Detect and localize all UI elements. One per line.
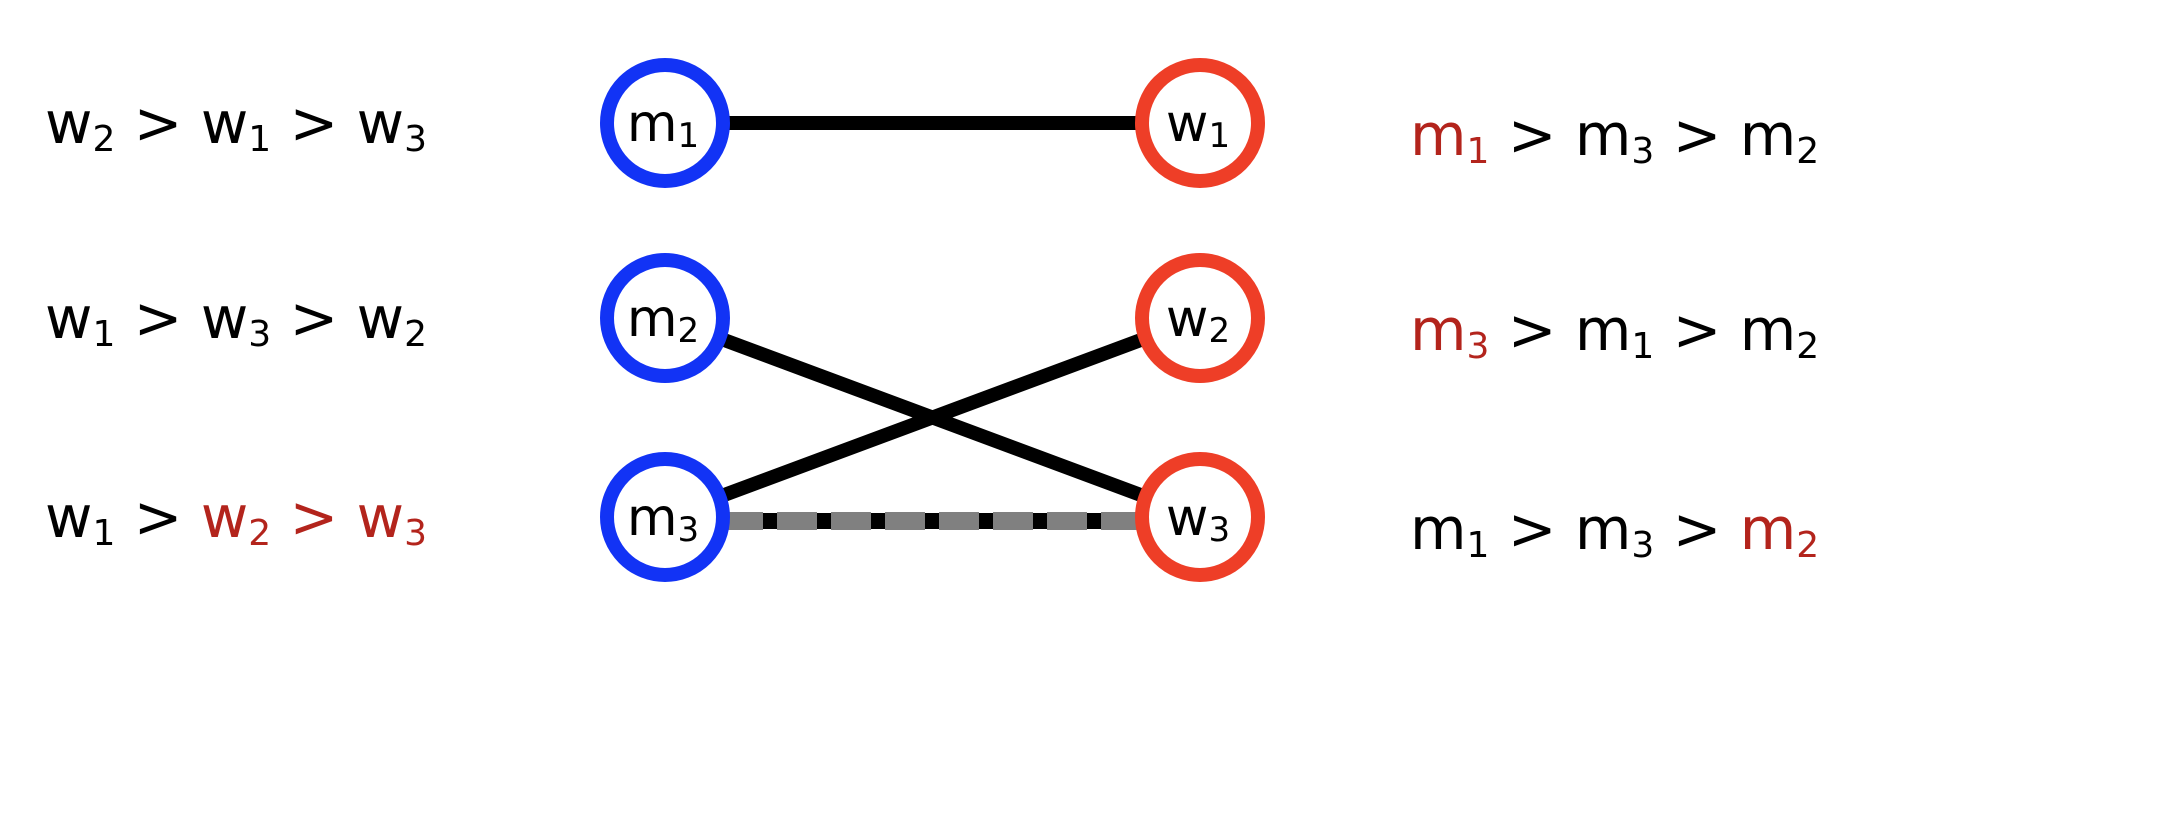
pref-letter: w <box>201 284 248 352</box>
node-label: w1 <box>1166 94 1230 156</box>
pref-letter: w <box>357 284 404 352</box>
pref-letter: w <box>357 89 404 157</box>
women-preference-1: m1 > m3 > m2 <box>1410 101 1819 172</box>
pref-subscript: 1 <box>1467 525 1490 566</box>
node-label: m1 <box>627 94 699 156</box>
pref-separator: > <box>1489 495 1574 563</box>
pref-subscript: 2 <box>248 513 271 554</box>
men-preference-3: w1 > w2 > w3 <box>45 483 427 554</box>
node-subscript: 1 <box>678 116 700 156</box>
node-letter: m <box>627 94 678 154</box>
pref-subscript: 1 <box>92 513 115 554</box>
pref-letter: m <box>1575 101 1632 169</box>
node-label: w3 <box>1166 488 1230 550</box>
pref-subscript: 3 <box>1631 131 1654 172</box>
node-letter: m <box>627 289 678 349</box>
node-label: m3 <box>627 488 699 550</box>
pref-subscript: 1 <box>1467 131 1490 172</box>
node-subscript: 1 <box>1208 116 1230 156</box>
node-w1: w1 <box>1135 58 1265 188</box>
node-m3: m3 <box>600 452 730 582</box>
men-preference-2: w1 > w3 > w2 <box>45 284 427 355</box>
women-preference-2: m3 > m1 > m2 <box>1410 296 1819 367</box>
pref-subscript: 1 <box>1631 326 1654 367</box>
pref-subscript: 1 <box>92 314 115 355</box>
pref-separator: > <box>115 89 200 157</box>
edge-m3-w2 <box>662 311 1203 524</box>
pref-letter: w <box>357 483 404 551</box>
node-circle <box>600 253 730 383</box>
node-label: m2 <box>627 289 699 351</box>
pref-subscript: 2 <box>1796 131 1819 172</box>
pref-letter: m <box>1410 101 1467 169</box>
pref-separator: > <box>1489 101 1574 169</box>
pref-letter: m <box>1410 296 1467 364</box>
pref-letter: m <box>1740 495 1797 563</box>
node-circle <box>1135 452 1265 582</box>
pref-letter: w <box>201 483 248 551</box>
pref-separator: > <box>271 284 356 352</box>
pref-subscript: 2 <box>92 119 115 160</box>
pref-subscript: 3 <box>404 513 427 554</box>
node-letter: w <box>1166 488 1209 548</box>
pref-separator: > <box>271 483 356 551</box>
pref-subscript: 3 <box>1467 326 1490 367</box>
pref-letter: m <box>1575 296 1632 364</box>
node-circle <box>1135 58 1265 188</box>
node-letter: w <box>1166 289 1209 349</box>
node-m1: m1 <box>600 58 730 188</box>
pref-subscript: 3 <box>248 314 271 355</box>
node-subscript: 3 <box>678 510 700 550</box>
node-circle <box>600 58 730 188</box>
node-subscript: 2 <box>1208 311 1230 351</box>
pref-letter: w <box>45 284 92 352</box>
pref-letter: m <box>1575 495 1632 563</box>
node-circle <box>1135 253 1265 383</box>
node-label: w2 <box>1166 289 1230 351</box>
pref-separator: > <box>1654 495 1739 563</box>
edge-line <box>662 311 1203 524</box>
pref-separator: > <box>1654 101 1739 169</box>
pref-letter: w <box>201 89 248 157</box>
pref-subscript: 2 <box>1796 525 1819 566</box>
men-preference-1: w2 > w1 > w3 <box>45 89 427 160</box>
node-m2: m2 <box>600 253 730 383</box>
pref-separator: > <box>115 483 200 551</box>
node-w3: w3 <box>1135 452 1265 582</box>
node-w2: w2 <box>1135 253 1265 383</box>
pref-letter: m <box>1740 296 1797 364</box>
node-subscript: 2 <box>678 311 700 351</box>
node-letter: w <box>1166 94 1209 154</box>
women-preference-3: m1 > m3 > m2 <box>1410 495 1819 566</box>
node-circle <box>600 452 730 582</box>
node-letter: m <box>627 488 678 548</box>
pref-letter: w <box>45 89 92 157</box>
edges-layer <box>662 116 1203 530</box>
pref-letter: m <box>1740 101 1797 169</box>
pref-subscript: 1 <box>248 119 271 160</box>
node-subscript: 3 <box>1208 510 1230 550</box>
pref-letter: m <box>1410 495 1467 563</box>
pref-separator: > <box>115 284 200 352</box>
pref-separator: > <box>271 89 356 157</box>
pref-subscript: 3 <box>1631 525 1654 566</box>
pref-letter: w <box>45 483 92 551</box>
pref-subscript: 2 <box>1796 326 1819 367</box>
pref-subscript: 2 <box>404 314 427 355</box>
pref-subscript: 3 <box>404 119 427 160</box>
pref-separator: > <box>1489 296 1574 364</box>
pref-separator: > <box>1654 296 1739 364</box>
